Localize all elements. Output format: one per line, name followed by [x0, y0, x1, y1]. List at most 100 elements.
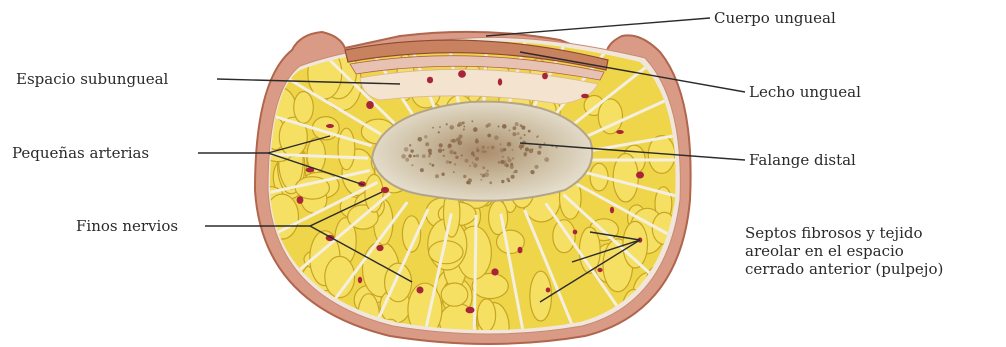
- artery-dot: [466, 307, 475, 314]
- artery-dot: [358, 277, 362, 283]
- artery-dot: [498, 78, 502, 85]
- trabecula-speck: [449, 150, 453, 154]
- label-pequenas-arterias: Pequeñas arterias: [12, 144, 149, 162]
- leader-cuerpo-ungueal: [486, 18, 710, 36]
- artery-dot: [427, 77, 433, 84]
- trabecula-speck: [454, 152, 457, 155]
- trabecula-speck: [410, 149, 413, 152]
- label-falange-distal: Falange distal: [749, 151, 856, 169]
- artery-dot: [366, 101, 374, 109]
- trabecula-speck: [504, 163, 508, 167]
- trabecula-speck: [555, 146, 557, 148]
- label-septos-fibrosos: Septos fibrosos y tejido areolar en el e…: [745, 224, 1005, 278]
- trabecula-speck: [429, 152, 432, 155]
- label-espacio-subungueal: Espacio subungueal: [16, 70, 168, 88]
- artery-dot: [597, 268, 602, 272]
- trabecula-speck: [461, 155, 463, 157]
- artery-dot: [518, 247, 523, 254]
- trabecula-speck: [515, 122, 519, 126]
- trabecula-speck: [524, 134, 526, 136]
- label-septos-line-1: Septos fibrosos y tejido: [745, 224, 1005, 242]
- trabecula-speck: [473, 163, 477, 167]
- trabecula-speck: [537, 151, 541, 155]
- trabecula-speck: [544, 157, 549, 162]
- fat-lobule: [338, 128, 355, 170]
- trabecula-speck: [473, 127, 478, 132]
- trabecula-speck: [413, 155, 415, 157]
- trabecula-speck: [535, 165, 539, 169]
- trabecula-speck: [501, 180, 504, 183]
- trabecula-speck: [475, 140, 479, 144]
- trabecula-speck: [512, 132, 516, 136]
- trabecula-speck: [513, 172, 515, 174]
- artery-dot: [297, 196, 304, 204]
- trabecula-speck: [465, 159, 469, 163]
- trabecula-speck: [498, 126, 500, 128]
- label-septos-line-3: cerrado anterior (pulpejo): [745, 260, 1005, 278]
- trabecula-speck: [489, 181, 492, 184]
- trabecula-speck: [510, 165, 514, 169]
- artery-dot: [616, 130, 624, 134]
- artery-dot: [381, 187, 389, 193]
- trabecula-speck: [506, 178, 509, 181]
- trabecula-speck: [443, 155, 445, 157]
- fat-lobule: [256, 310, 287, 339]
- trabecula-speck: [405, 158, 409, 162]
- trabecula-speck: [453, 171, 455, 173]
- trabecula-speck: [456, 137, 461, 142]
- trabecula-speck: [484, 172, 489, 177]
- trabecula-speck: [455, 156, 458, 159]
- trabecula-speck: [507, 158, 511, 162]
- trabecula-speck: [482, 166, 485, 169]
- trabecula-speck: [441, 173, 444, 176]
- trabecula-speck: [420, 168, 424, 172]
- trabecula-speck: [513, 126, 517, 130]
- trabecula-speck: [500, 143, 502, 145]
- trabecula-speck: [475, 157, 479, 161]
- trabecula-speck: [448, 144, 452, 148]
- trabecula-speck: [443, 149, 445, 151]
- trabecula-speck: [486, 125, 489, 128]
- trabecula-speck: [463, 129, 465, 131]
- trabecula-speck: [471, 151, 473, 153]
- artery-dot: [326, 124, 334, 128]
- trabecula-speck: [487, 170, 489, 172]
- trabecula-speck: [480, 173, 482, 175]
- label-lecho-ungueal: Lecho ungueal: [749, 83, 861, 101]
- trabecula-speck: [435, 174, 439, 178]
- trabecula-speck: [404, 147, 409, 152]
- trabecula-speck: [536, 136, 538, 138]
- trabecula-speck: [530, 170, 534, 174]
- trabecula-speck: [500, 160, 504, 164]
- trabecula-speck: [520, 148, 522, 150]
- trabecula-speck: [438, 149, 442, 153]
- trabecula-speck: [485, 151, 487, 153]
- trabecula-speck: [502, 124, 507, 129]
- trabecula-speck: [498, 161, 500, 163]
- trabecula-speck: [432, 164, 435, 167]
- trabecula-speck: [539, 145, 542, 148]
- artery-dot: [458, 70, 466, 78]
- trabecula-speck: [524, 153, 526, 155]
- trabecula-speck: [482, 146, 485, 149]
- trabecula-speck: [408, 154, 411, 157]
- trabecula-speck: [457, 124, 460, 127]
- trabecula-speck: [494, 135, 499, 140]
- trabecula-speck: [432, 127, 434, 129]
- artery-dot: [573, 230, 578, 235]
- fibrous-septum: [474, 215, 476, 347]
- trabecula-speck: [509, 130, 511, 132]
- artery-dot: [581, 94, 589, 99]
- trabecula-speck: [471, 120, 473, 122]
- trabecula-speck: [425, 142, 429, 146]
- trabecula-speck: [439, 126, 441, 128]
- trabecula-speck: [472, 162, 474, 164]
- fat-lobule: [553, 220, 575, 253]
- trabecula-speck: [517, 132, 520, 135]
- artery-dot: [491, 268, 498, 275]
- trabecula-speck: [449, 125, 454, 130]
- trabecula-speck: [429, 163, 431, 165]
- trabecula-speck: [428, 155, 431, 158]
- trabecula-speck: [463, 126, 465, 128]
